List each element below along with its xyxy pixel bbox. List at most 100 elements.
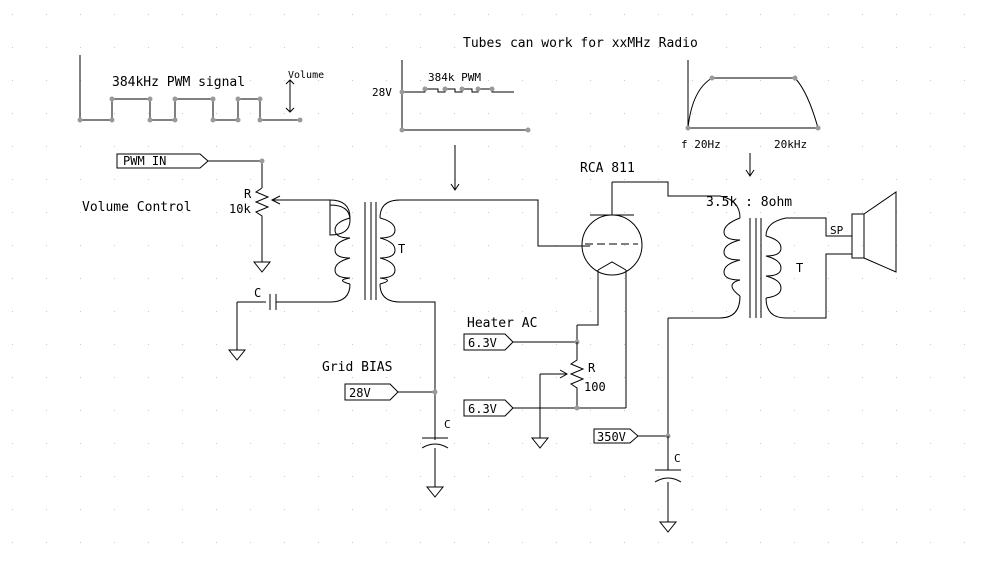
- bias-capacitor: C: [421, 418, 451, 487]
- grid-dot: [964, 344, 965, 345]
- grid-dot: [352, 542, 353, 543]
- grid-bias-input: 28V: [344, 383, 399, 401]
- grid-dot: [760, 146, 761, 147]
- grid-dot: [284, 410, 285, 411]
- grid-dot: [658, 245, 659, 246]
- grid-dot: [760, 14, 761, 15]
- grid-dot: [658, 113, 659, 114]
- grid-dot: [80, 179, 81, 180]
- grid-dot: [760, 113, 761, 114]
- grid-dot: [726, 146, 727, 147]
- grid-dot: [420, 410, 421, 411]
- ratio-label: 3.5k : 8ohm: [706, 195, 792, 210]
- grid-dot: [250, 146, 251, 147]
- grid-dot: [114, 47, 115, 48]
- grid-dot: [930, 14, 931, 15]
- grid-dot: [182, 212, 183, 213]
- grid-dot: [692, 146, 693, 147]
- grid-dot: [114, 542, 115, 543]
- arrow-down-1: [450, 145, 460, 191]
- grid-dot: [420, 278, 421, 279]
- grid-dot: [556, 509, 557, 510]
- grid-dot: [828, 311, 829, 312]
- grid-dot: [658, 377, 659, 378]
- f-low-label: f 20Hz: [681, 138, 721, 151]
- grid-dot: [692, 212, 693, 213]
- grid-dot: [862, 146, 863, 147]
- grid-dot: [12, 443, 13, 444]
- grid-dot: [46, 410, 47, 411]
- grid-dot: [80, 212, 81, 213]
- grid-dot: [964, 245, 965, 246]
- grid-dot: [420, 212, 421, 213]
- grid-dot: [488, 113, 489, 114]
- grid-dot: [250, 245, 251, 246]
- grid-dot: [624, 80, 625, 81]
- grid-dot: [352, 410, 353, 411]
- grid-dot: [80, 344, 81, 345]
- grid-dot: [488, 311, 489, 312]
- grid-dot: [12, 542, 13, 543]
- grid-dot: [386, 443, 387, 444]
- grid-dot: [318, 278, 319, 279]
- grid-dot: [454, 542, 455, 543]
- grid-dot: [284, 245, 285, 246]
- grid-dot: [12, 113, 13, 114]
- grid-dot: [658, 410, 659, 411]
- grid-dot: [420, 509, 421, 510]
- sp-label: SP: [830, 224, 844, 237]
- grid-dot: [420, 377, 421, 378]
- grid-dot: [318, 212, 319, 213]
- grid-dot: [182, 146, 183, 147]
- grid-dot: [46, 509, 47, 510]
- grid-dot: [80, 377, 81, 378]
- grid-dot: [420, 443, 421, 444]
- grid-dot: [590, 542, 591, 543]
- grid-dot: [624, 47, 625, 48]
- grid-dot: [964, 14, 965, 15]
- grid-dot: [420, 542, 421, 543]
- grid-dot: [420, 476, 421, 477]
- grid-dot: [760, 509, 761, 510]
- grid-dot: [522, 179, 523, 180]
- pwm-in-label: PWM_IN: [123, 154, 166, 168]
- grid-dot: [284, 146, 285, 147]
- ground-symbol-2: [425, 486, 445, 498]
- grid-dot: [114, 443, 115, 444]
- grid-dot: [862, 179, 863, 180]
- grid-dot: [590, 146, 591, 147]
- grid-dot: [318, 80, 319, 81]
- grid-dot: [454, 311, 455, 312]
- grid-dot: [896, 377, 897, 378]
- grid-dot: [862, 311, 863, 312]
- grid-dot: [794, 443, 795, 444]
- grid-dot: [114, 179, 115, 180]
- grid-dot: [828, 47, 829, 48]
- grid-dot: [930, 509, 931, 510]
- grid-dot: [556, 179, 557, 180]
- grid-dot: [12, 377, 13, 378]
- grid-dot: [930, 47, 931, 48]
- grid-dot: [386, 410, 387, 411]
- grid-dot: [964, 311, 965, 312]
- grid-dot: [692, 443, 693, 444]
- grid-dot: [590, 509, 591, 510]
- grid-dot: [318, 443, 319, 444]
- t1-label: T: [398, 242, 405, 256]
- grid-dot: [488, 410, 489, 411]
- grid-dot: [964, 410, 965, 411]
- grid-dot: [182, 443, 183, 444]
- grid-dot: [896, 80, 897, 81]
- grid-dot: [386, 113, 387, 114]
- grid-dot: [624, 476, 625, 477]
- grid-dot: [726, 179, 727, 180]
- grid-dot: [794, 476, 795, 477]
- pwm-waveform-graph: 384kHz PWM signal Volume: [77, 55, 324, 123]
- grid-dot: [216, 410, 217, 411]
- grid-dot: [624, 113, 625, 114]
- grid-dot: [46, 113, 47, 114]
- grid-dot: [284, 113, 285, 114]
- grid-dot: [454, 245, 455, 246]
- grid-dot: [522, 278, 523, 279]
- grid-dot: [386, 542, 387, 543]
